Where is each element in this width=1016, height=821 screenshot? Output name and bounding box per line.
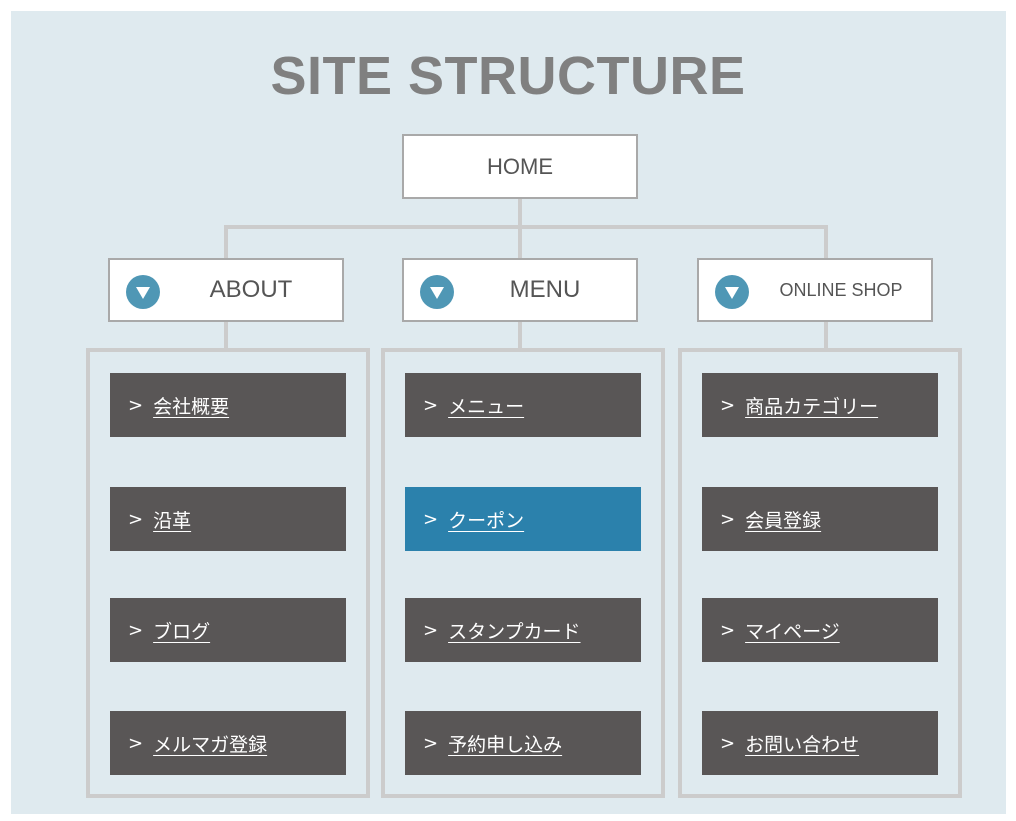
column-online-shop: > 商品カテゴリー > 会員登録 > マイページ > お問い合わせ <box>678 348 962 798</box>
category-label-about: ABOUT <box>209 276 293 303</box>
connector-about-column <box>224 322 228 350</box>
category-label-online-shop: ONLINE SHOP <box>779 279 903 300</box>
category-node-online-shop[interactable]: ONLINE SHOP <box>697 258 933 322</box>
category-label-menu: MENU <box>509 276 581 303</box>
link-button[interactable]: > スタンプカード <box>405 598 641 662</box>
chevron-right-icon: > <box>423 508 439 530</box>
link-label: スタンプカード <box>448 620 581 643</box>
chevron-right-icon: > <box>720 619 736 641</box>
link-button[interactable]: > 商品カテゴリー <box>702 373 938 437</box>
link-button[interactable]: > 予約申し込み <box>405 711 641 775</box>
link-button-active[interactable]: > クーポン <box>405 487 641 551</box>
chevron-right-icon: > <box>128 619 144 641</box>
link-label: 会社概要 <box>153 395 230 418</box>
chevron-right-icon: > <box>423 394 439 416</box>
link-label: お問い合わせ <box>745 733 860 756</box>
link-button[interactable]: > お問い合わせ <box>702 711 938 775</box>
link-label: メニュー <box>448 395 525 418</box>
page-title: SITE STRUCTURE <box>270 46 746 106</box>
link-label: 沿革 <box>153 509 192 532</box>
connector-home-down <box>518 199 522 228</box>
link-button[interactable]: > 会員登録 <box>702 487 938 551</box>
triangle-down-circle-icon <box>126 275 160 309</box>
connector-shop-down <box>824 225 828 258</box>
chevron-right-icon: > <box>128 394 144 416</box>
link-label: 会員登録 <box>745 509 822 532</box>
chevron-right-icon: > <box>720 394 736 416</box>
connector-menu-column <box>518 322 522 350</box>
chevron-right-icon: > <box>720 732 736 754</box>
link-button[interactable]: > 会社概要 <box>110 373 346 437</box>
chevron-right-icon: > <box>128 732 144 754</box>
link-button[interactable]: > メルマガ登録 <box>110 711 346 775</box>
chevron-right-icon: > <box>423 732 439 754</box>
link-label: メルマガ登録 <box>153 733 268 756</box>
link-button[interactable]: > マイページ <box>702 598 938 662</box>
category-node-menu[interactable]: MENU <box>402 258 638 322</box>
chevron-right-icon: > <box>128 508 144 530</box>
link-button[interactable]: > メニュー <box>405 373 641 437</box>
chevron-right-icon: > <box>423 619 439 641</box>
category-node-about[interactable]: ABOUT <box>108 258 344 322</box>
link-label: 予約申し込み <box>448 733 563 756</box>
triangle-down-circle-icon <box>420 275 454 309</box>
link-label: クーポン <box>448 509 525 532</box>
link-label: 商品カテゴリー <box>745 395 879 418</box>
link-label: ブログ <box>153 620 211 643</box>
chevron-right-icon: > <box>720 508 736 530</box>
connector-menu-down <box>518 225 522 258</box>
link-button[interactable]: > ブログ <box>110 598 346 662</box>
link-button[interactable]: > 沿革 <box>110 487 346 551</box>
home-node[interactable]: HOME <box>402 134 638 199</box>
column-menu: > メニュー > クーポン > スタンプカード > 予約申し込み <box>381 348 665 798</box>
column-about: > 会社概要 > 沿革 > ブログ > メルマガ登録 <box>86 348 370 798</box>
home-label: HOME <box>487 153 553 179</box>
connector-about-down <box>224 225 228 258</box>
connector-horizontal <box>224 225 828 229</box>
connector-shop-column <box>824 322 828 350</box>
triangle-down-circle-icon <box>715 275 749 309</box>
link-label: マイページ <box>745 620 840 643</box>
